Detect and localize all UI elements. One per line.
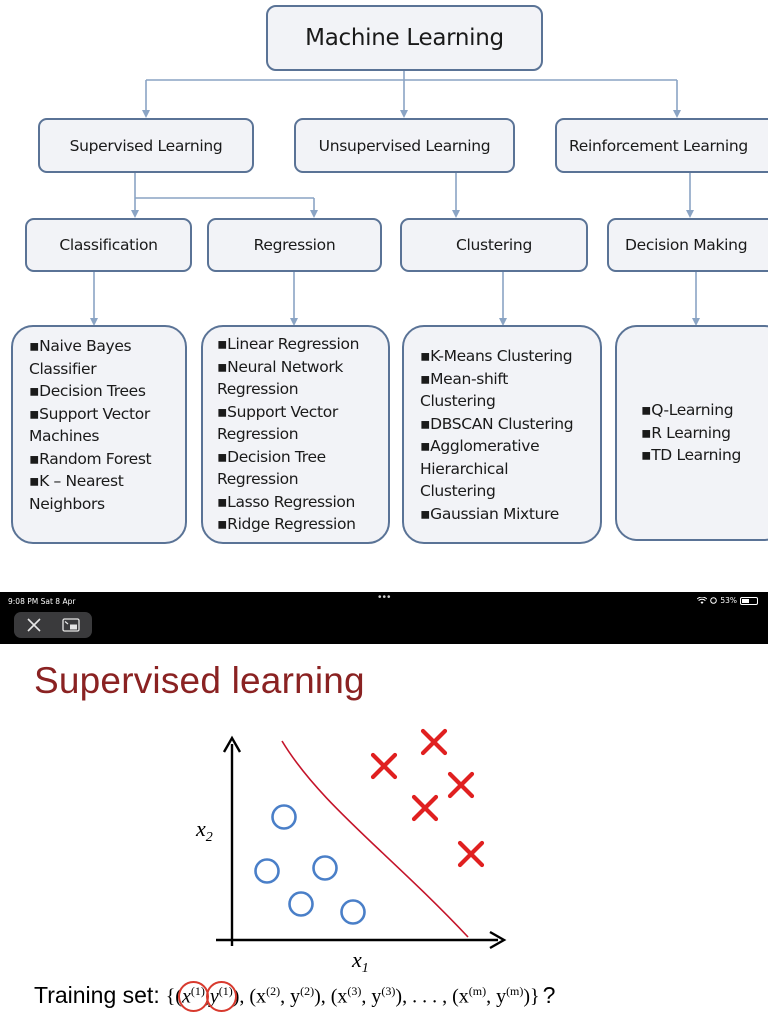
negative-sample [254, 858, 280, 884]
node-label: Regression [253, 236, 336, 254]
list-item: Clustering [420, 482, 496, 500]
node-supervised-learning: Supervised Learning [38, 118, 254, 173]
list-item: ▪Decision Trees [29, 382, 146, 400]
list-item: ▪DBSCAN Clustering [420, 414, 574, 433]
positive-sample [457, 840, 485, 868]
list-item: Hierarchical [420, 459, 509, 478]
diagram-connectors [90, 71, 700, 326]
location-icon [710, 597, 718, 604]
tablet-status-bar: 9:08 PM Sat 8 Apr ••• 53% [0, 592, 768, 644]
list-item: ▪K – Nearest [29, 472, 124, 490]
list-item: Classifier [29, 359, 97, 378]
list-item: ▪Agglomerative [420, 437, 540, 455]
x-axis-arrow [489, 930, 507, 950]
video-controls [14, 612, 92, 638]
y-axis-arrow [222, 735, 242, 753]
node-label: Reinforcement Learning [569, 136, 748, 155]
list-item: ▪Gaussian Mixture [420, 504, 559, 523]
list-item: ▪Neural Network [217, 357, 344, 376]
node-clustering: Clustering [400, 218, 588, 272]
training-set-line: Training set: {(x(1),y(1)), (x(2), y(2))… [34, 981, 556, 1012]
list-item: ▪Linear Regression [217, 335, 360, 353]
circled-y1: y(1) [205, 981, 237, 1012]
node-label: Clustering [456, 236, 532, 254]
list-item: Regression [217, 380, 299, 398]
node-reinforcement-learning: Reinforcement Learning [555, 118, 768, 173]
status-time: 9:08 PM Sat 8 Apr [8, 597, 76, 606]
circled-x1: x(1) [177, 981, 209, 1012]
list-item: ▪TD Learning [641, 446, 741, 465]
positive-sample [370, 752, 398, 780]
negative-sample [312, 855, 338, 881]
negative-sample [288, 891, 314, 917]
node-label: Supervised Learning [69, 136, 223, 155]
node-unsupervised-learning: Unsupervised Learning [294, 118, 515, 173]
close-icon[interactable] [24, 615, 44, 635]
node-regression: Regression [207, 218, 382, 272]
list-item: ▪Support Vector [29, 404, 150, 423]
negative-sample [340, 899, 366, 925]
list-item: ▪K-Means Clustering [420, 347, 573, 365]
multitasking-dots[interactable]: ••• [378, 592, 392, 603]
node-machine-learning: Machine Learning [266, 5, 543, 71]
question-mark: ? [542, 982, 556, 1008]
leaf-classification-methods: ▪Naive Bayes Classifier ▪Decision Trees … [11, 325, 187, 544]
status-indicators: 53% [697, 596, 758, 605]
list-item: ▪Random Forest [29, 449, 152, 468]
list-item: ▪Mean-shift [420, 369, 508, 388]
leaf-regression-methods: ▪Linear Regression ▪Neural Network Regre… [201, 325, 390, 544]
classification-plot: x2 x1 [195, 728, 507, 976]
node-decision-making: Decision Making [607, 218, 768, 272]
list-item: ▪Decision Tree [217, 447, 326, 466]
decision-boundary [281, 740, 469, 938]
list-item: ▪Ridge Regression [217, 515, 356, 533]
list-item: Regression [217, 425, 299, 443]
leaf-clustering-methods: ▪K-Means Clustering ▪Mean-shift Clusteri… [402, 325, 602, 544]
slide-title: Supervised learning [34, 660, 365, 701]
lecture-slide: Supervised learning x2 x1 Training set: [0, 644, 768, 1024]
positive-sample [420, 728, 448, 756]
node-label: Machine Learning [305, 25, 504, 51]
node-label: Decision Making [625, 236, 748, 254]
training-set-formula: {(x(1),y(1)), (x(2), y(2)), (x(3), y(3))… [165, 981, 540, 1012]
list-item: ▪R Learning [641, 423, 731, 442]
y-axis-label: x2 [195, 816, 213, 845]
picture-in-picture-icon[interactable] [62, 618, 80, 632]
battery-icon [740, 596, 758, 605]
list-item: Clustering [420, 392, 496, 410]
wifi-icon [697, 596, 708, 604]
positive-sample [411, 794, 439, 822]
list-item: ▪Lasso Regression [217, 492, 356, 511]
positive-sample [447, 771, 475, 799]
node-label: Classification [59, 236, 158, 254]
training-set-label: Training set: [34, 982, 160, 1008]
leaf-decision-methods: ▪Q-Learning ▪R Learning ▪TD Learning [615, 325, 768, 541]
list-item: Neighbors [29, 494, 105, 513]
negative-sample [271, 804, 297, 830]
node-label: Unsupervised Learning [318, 136, 491, 155]
list-item: ▪Q-Learning [641, 401, 734, 420]
node-classification: Classification [25, 218, 192, 272]
list-item: Machines [29, 427, 100, 445]
battery-percent: 53% [720, 596, 737, 605]
ml-taxonomy-diagram: Machine Learning Supervised Learning Uns… [11, 5, 768, 544]
x-axis-label: x1 [351, 947, 369, 976]
list-item: ▪Support Vector [217, 402, 338, 421]
list-item: Regression [217, 470, 299, 488]
list-item: ▪Naive Bayes [29, 337, 132, 355]
